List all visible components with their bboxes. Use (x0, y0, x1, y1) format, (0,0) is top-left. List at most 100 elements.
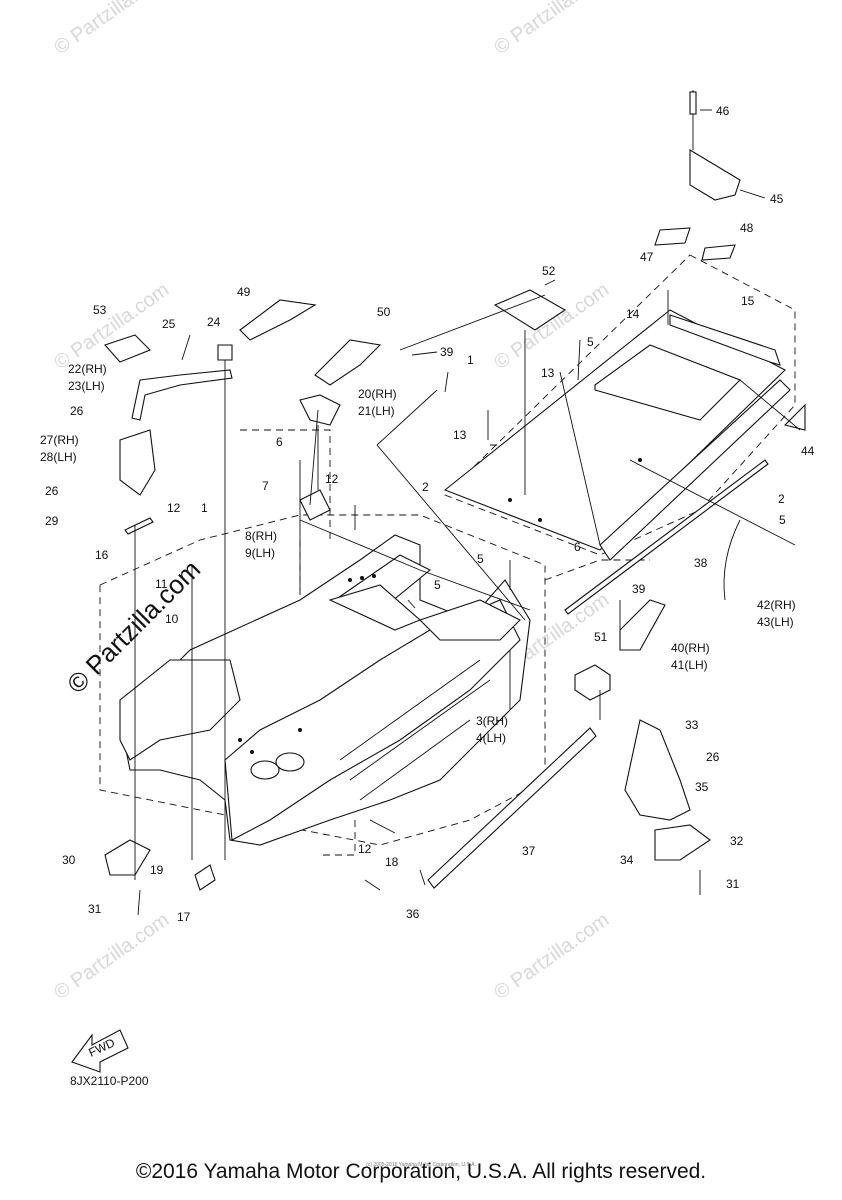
callout: 22(RH) (68, 362, 107, 376)
callout: 43(LH) (757, 615, 794, 629)
callout: 44 (801, 444, 815, 458)
frame (119, 519, 531, 846)
part-44 (783, 403, 806, 431)
fwd-arrow-icon: FWD (71, 1029, 129, 1073)
callout: 9(LH) (245, 546, 275, 560)
watermark: © Partzilla.com (490, 909, 613, 1004)
callout: 2 (778, 492, 785, 506)
callout: 45 (770, 192, 784, 206)
callout: 52 (542, 264, 556, 278)
callout: 20(RH) (358, 387, 397, 401)
callout: 46 (716, 104, 730, 118)
part-33 (624, 719, 691, 821)
part-20 (299, 394, 341, 426)
callout: 25 (162, 317, 176, 331)
callout: 8(RH) (245, 529, 277, 543)
callout: 5 (779, 513, 786, 527)
callout: 39 (632, 582, 646, 596)
callout: 11 (155, 577, 168, 591)
callout: 36 (406, 907, 420, 921)
callout: 41(LH) (671, 658, 708, 672)
callout: 32 (730, 834, 744, 848)
callout: 26 (706, 750, 720, 764)
callout: 40(RH) (671, 641, 710, 655)
part-47 (654, 227, 691, 246)
callout: 33 (685, 718, 699, 732)
callout: 17 (177, 910, 191, 924)
callout: 28(LH) (40, 450, 77, 464)
part-17 (194, 864, 216, 891)
callout: 12 (358, 842, 372, 856)
callout: 49 (237, 285, 251, 299)
part-8 (299, 489, 331, 521)
callout: 12 (325, 472, 339, 486)
callout: 18 (385, 855, 399, 869)
watermark: © Partzilla.com (50, 0, 173, 59)
watermark: © Partzilla.com (50, 909, 173, 1004)
callout: 39 (440, 345, 454, 359)
part-38 (564, 459, 769, 615)
callout: 47 (640, 250, 654, 264)
callout-labels: 46 45 47 48 52 14 15 49 50 39 1 13 5 53 … (40, 104, 815, 924)
callout: 26 (70, 404, 84, 418)
callout: 13 (541, 366, 555, 380)
watermark: © Partzilla.com (490, 279, 613, 374)
callout: 29 (45, 514, 59, 528)
callout: 1 (467, 353, 474, 367)
callout: 37 (522, 844, 536, 858)
callout: 19 (150, 863, 164, 877)
callout: 12 (167, 501, 181, 515)
callout: 48 (740, 221, 754, 235)
callout: 30 (62, 853, 76, 867)
callout: 21(LH) (358, 404, 395, 418)
part-25 (181, 334, 191, 361)
callout: 4(LH) (476, 731, 506, 745)
diagram-code: 8JX2110-P200 (70, 1074, 149, 1088)
watermark: © Partzilla.com (50, 279, 173, 374)
part-50 (314, 339, 382, 386)
part-53 (104, 334, 151, 363)
part-24 (217, 344, 233, 361)
callout: 26 (45, 484, 59, 498)
callout: 10 (165, 612, 179, 626)
callout: 7 (262, 479, 269, 493)
part-48 (701, 244, 736, 261)
callout: 15 (741, 294, 755, 308)
part-51 (574, 664, 611, 701)
small-copyright: (c) 2005-2016 Yamaha Motor Corporation, … (366, 1162, 476, 1168)
part-37 (427, 727, 597, 889)
callout: 38 (694, 556, 708, 570)
part-27 (119, 429, 156, 496)
callout: 31 (726, 877, 740, 891)
callout: 24 (207, 315, 221, 329)
part-32 (654, 824, 711, 861)
callout: 13 (453, 428, 467, 442)
callout: 27(RH) (40, 433, 79, 447)
part-45 (689, 90, 741, 201)
callout: 1 (201, 501, 208, 515)
callout: 5 (587, 335, 594, 349)
callout: 3(RH) (476, 714, 508, 728)
callout: 5 (434, 578, 441, 592)
callout: 34 (620, 853, 634, 867)
callout: 2 (422, 480, 429, 494)
part-16 (124, 517, 154, 535)
part-40 (619, 599, 666, 651)
callout: 14 (626, 307, 640, 321)
callout: 42(RH) (757, 598, 796, 612)
copyright: ©2016 Yamaha Motor Corporation, U.S.A. A… (135, 1160, 707, 1183)
part-30 (104, 839, 151, 876)
tunnel-plate (443, 309, 791, 561)
part-52 (493, 289, 567, 331)
callout: 53 (93, 303, 107, 317)
watermark: © Partzilla.com (490, 0, 613, 59)
part-49 (239, 299, 317, 341)
callout: 23(LH) (68, 379, 105, 393)
callout: 51 (594, 630, 608, 644)
callout: 16 (95, 548, 109, 562)
callout: 6 (574, 540, 581, 554)
leader-lines (134, 109, 801, 916)
part-42 (723, 519, 741, 601)
callout: 35 (695, 780, 709, 794)
